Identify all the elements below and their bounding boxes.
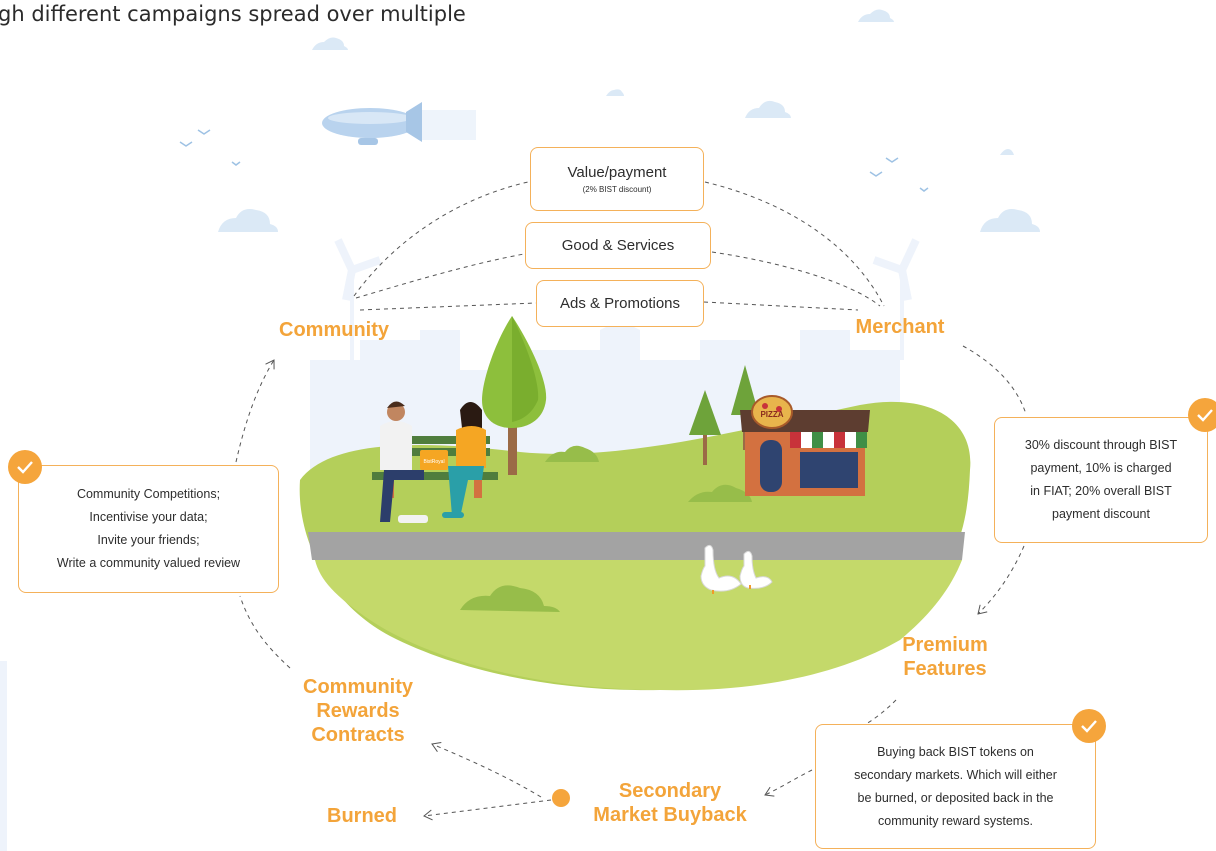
- person-man-icon: [380, 401, 428, 523]
- value-payment-subtitle: (2% BIST discount): [582, 185, 652, 194]
- pizza-shop-icon: PIZZA: [740, 395, 870, 496]
- value-payment-title: Value/payment: [567, 164, 667, 181]
- good-services-title: Good & Services: [561, 237, 675, 254]
- bird-icon: [179, 129, 929, 192]
- buyback-info-text: Buying back BIST tokens on secondary mar…: [854, 744, 1057, 828]
- good-services-box: Good & Services: [525, 222, 711, 269]
- secondary-market-label: Secondary Market Buyback: [593, 780, 747, 826]
- goose-icon: [700, 544, 773, 594]
- check-icon: [1188, 398, 1216, 432]
- check-icon: [8, 450, 42, 484]
- premium-features-label: Premium Features: [902, 634, 988, 680]
- value-payment-box: Value/payment (2% BIST discount): [530, 147, 704, 211]
- left-panel-edge: [0, 661, 7, 851]
- shop-sign-text: PIZZA: [760, 410, 783, 419]
- ads-promotions-title: Ads & Promotions: [559, 295, 681, 312]
- header-text: gh different campaigns spread over multi…: [0, 2, 466, 26]
- blimp-icon: [322, 102, 476, 145]
- community-info-box: Community Competitions; Incentivise your…: [18, 465, 279, 593]
- burned-label: Burned: [327, 805, 397, 827]
- tree-icon: [482, 316, 759, 475]
- bag-text: BistRoyal: [423, 459, 444, 465]
- merchant-info-box: 30% discount through BIST payment, 10% i…: [994, 417, 1208, 543]
- windmill-icon: [334, 238, 920, 301]
- merchant-info-text: 30% discount through BIST payment, 10% i…: [1024, 438, 1178, 521]
- person-woman-icon: [442, 402, 486, 518]
- buyback-info-box: Buying back BIST tokens on secondary mar…: [815, 724, 1096, 849]
- merchant-label: Merchant: [855, 316, 945, 338]
- community-info-text: Community Competitions; Incentivise your…: [56, 487, 241, 570]
- cloud-icon: [218, 9, 1040, 232]
- ads-promotions-box: Ads & Promotions: [536, 280, 704, 327]
- buyback-node-dot: [552, 789, 570, 807]
- community-label: Community: [279, 319, 389, 341]
- community-rewards-label: Community Rewards Contracts: [303, 676, 413, 746]
- shopping-bag-icon: BistRoyal: [420, 450, 448, 470]
- flow-connectors: [235, 181, 1027, 821]
- check-icon: [1072, 709, 1106, 743]
